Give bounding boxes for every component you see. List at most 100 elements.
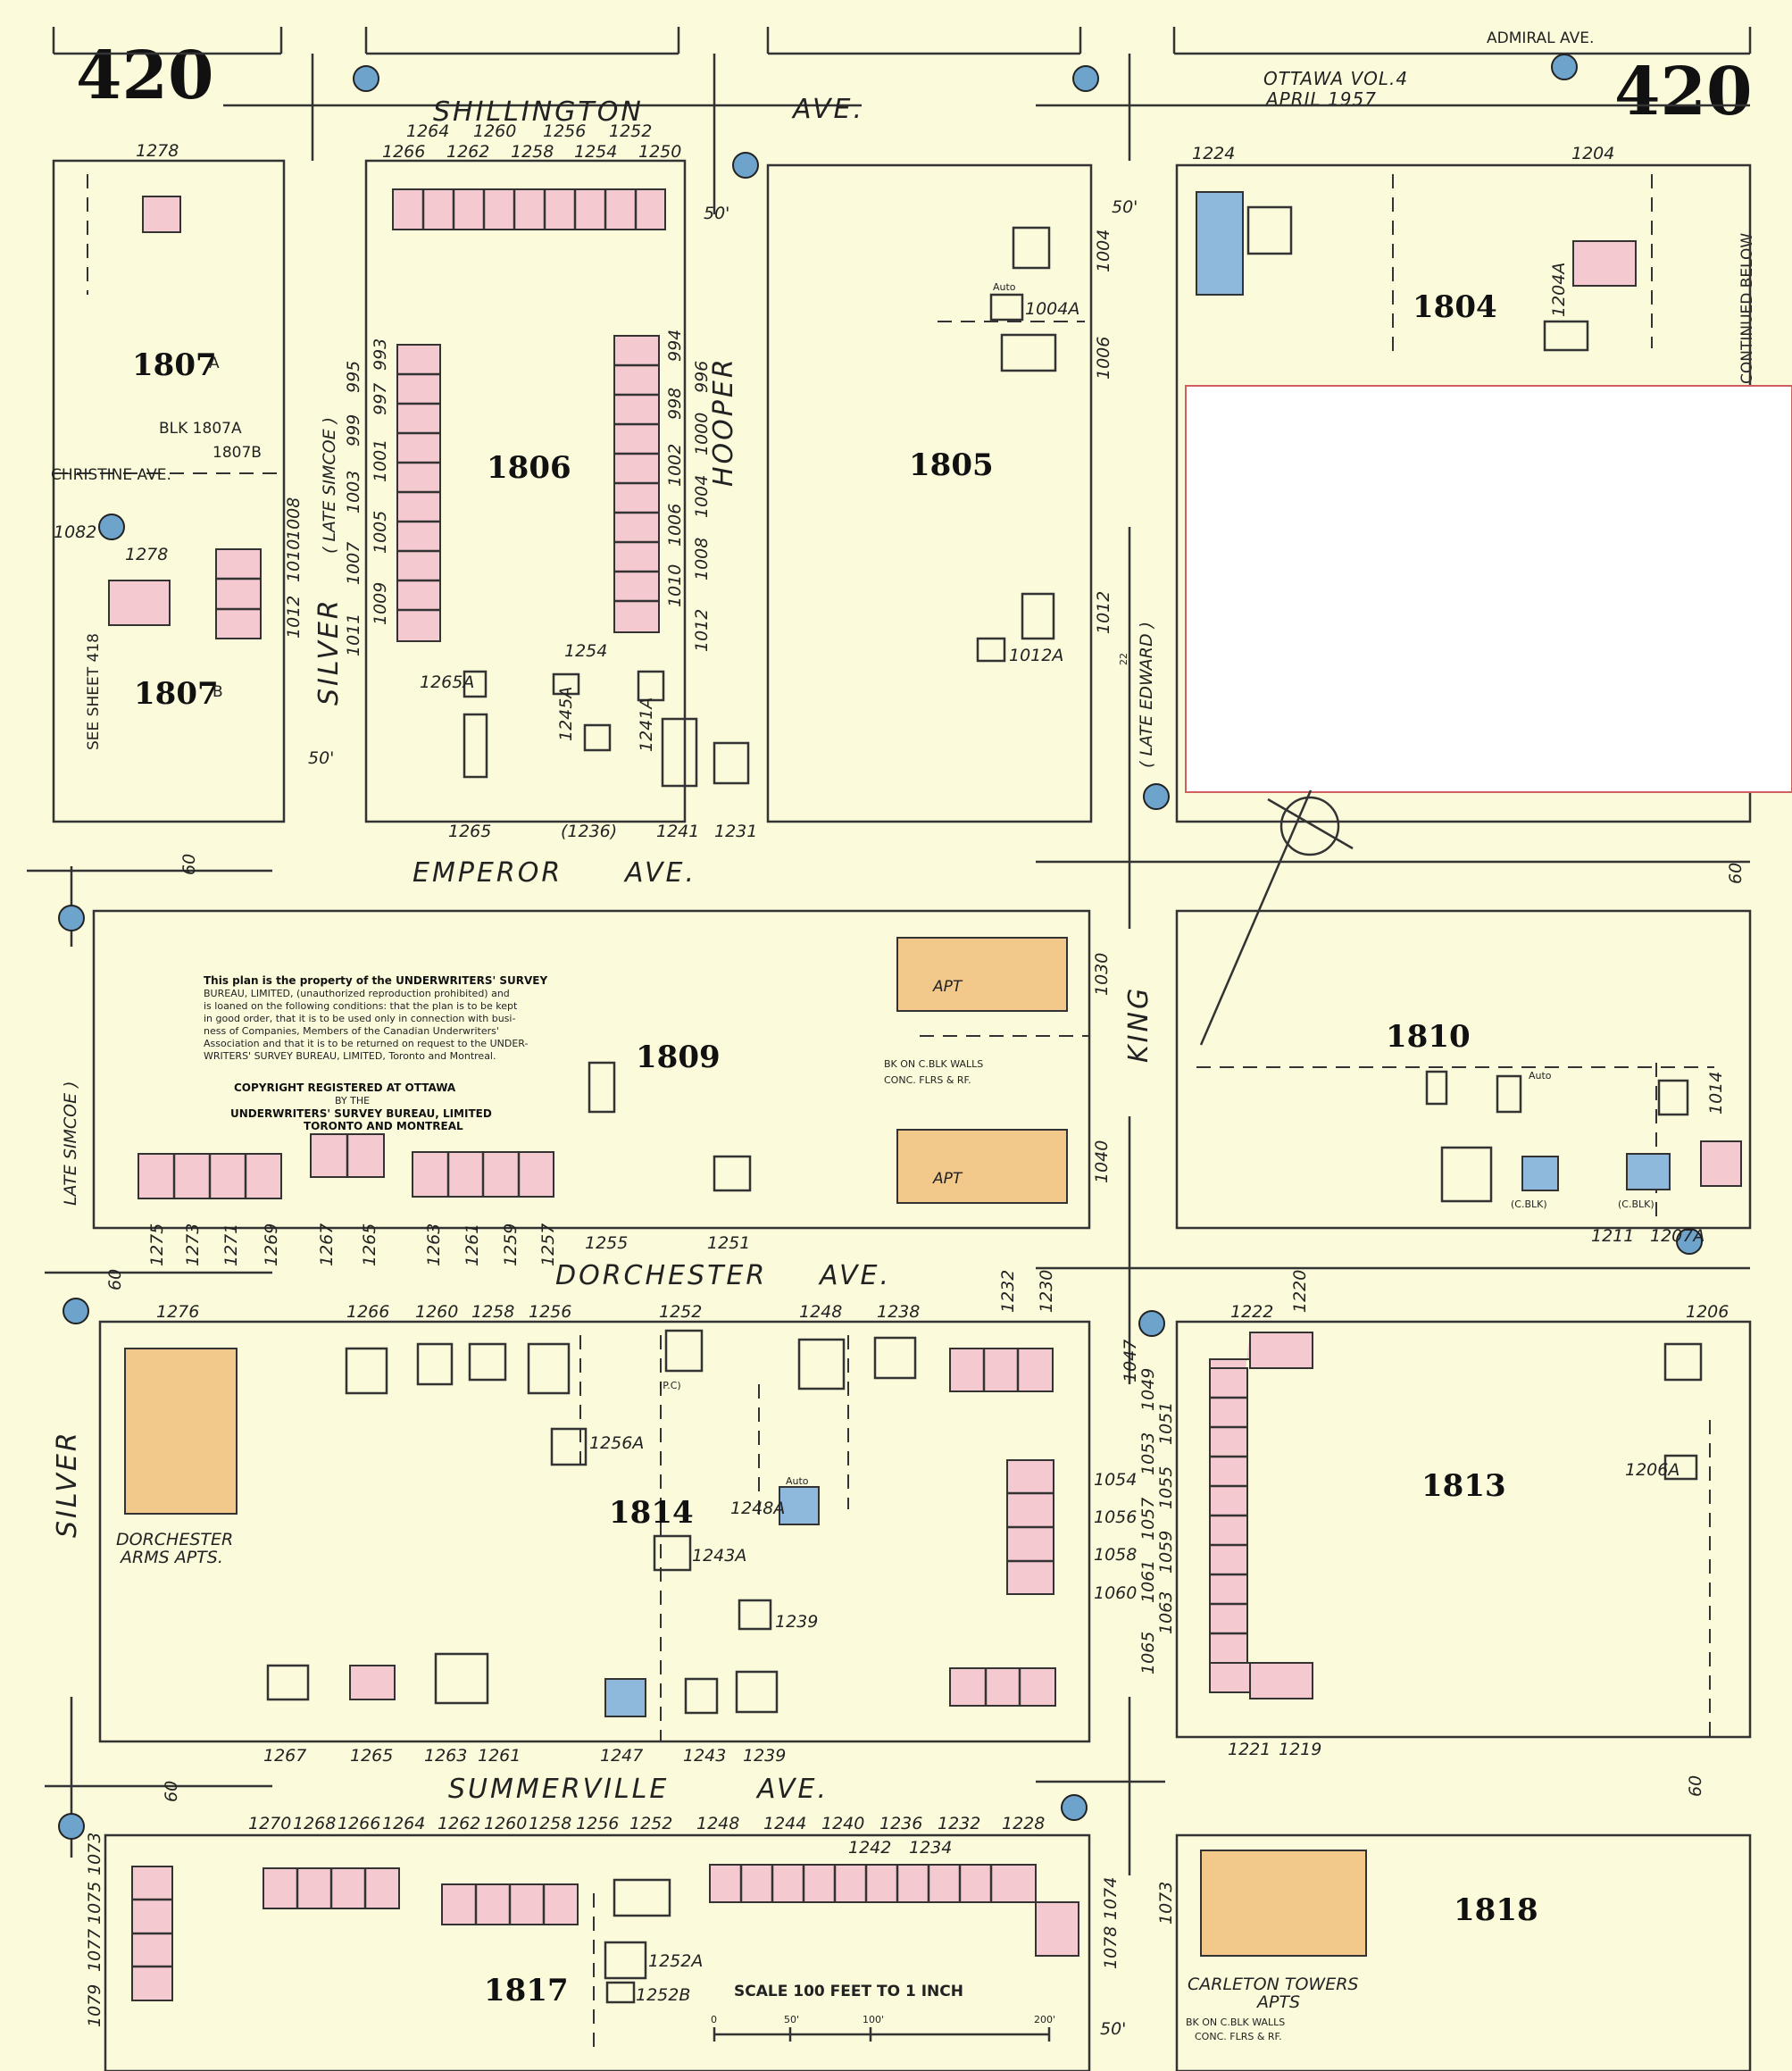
- hydrant-markers: [58, 54, 1703, 1840]
- dwelling-1238: [873, 1336, 917, 1380]
- addr-bottom-left-3: 1073: [85, 1833, 104, 1875]
- apt-label-south: APT: [932, 1170, 963, 1188]
- dorchester-centerline: [45, 1266, 1750, 1274]
- addr-shillington-n-0: 1264: [406, 121, 449, 141]
- garage-1252a: [604, 1941, 647, 1980]
- street-dorchester-ave: AVE.: [818, 1260, 891, 1291]
- notice-line5: ness of Companies, Members of the Canadi…: [204, 1025, 499, 1037]
- addr-summerville-n-8: 1219: [1279, 1740, 1321, 1759]
- see-sheet-label: SEE SHEET 418: [85, 633, 103, 750]
- notice-line6: Association and that it is to be returne…: [204, 1038, 528, 1049]
- street-king: KING: [1123, 986, 1154, 1063]
- garage-1810: [1496, 1074, 1522, 1114]
- addr-silver-e-1: 1010: [284, 539, 304, 582]
- block-number-1818: 1818: [1454, 1892, 1538, 1928]
- block-number-1817: 1817: [484, 1973, 569, 2008]
- block-1807: [52, 159, 286, 823]
- width-50-silver: 50': [308, 748, 334, 768]
- addr-silver-e-0: 1012: [284, 596, 304, 639]
- dorchester-arms-1: DORCHESTER: [116, 1530, 233, 1549]
- row-1270-dividers: [296, 1868, 367, 1908]
- notice-line4: in good order, that it is to be used onl…: [204, 1013, 515, 1024]
- addr-king-w2-2: 1058: [1094, 1545, 1137, 1565]
- addr-king-e2-8: 1063: [1156, 1591, 1176, 1634]
- address-labels: 1264 1260 1256 1252 1266 1262 1258 1254 …: [54, 121, 1729, 2027]
- addr-emperor-n-2: 1231: [714, 822, 757, 841]
- shed-1254: [552, 672, 580, 696]
- block-1814: [98, 1320, 1091, 1743]
- addr-dorchester-n-0: 1275: [147, 1223, 167, 1266]
- street-silver-upper: SILVER: [313, 597, 345, 706]
- addr-misc-3: 1241A: [637, 697, 656, 752]
- row-1054-dividers: [1007, 1491, 1054, 1563]
- addr-summerville-s-3: 1264: [382, 1814, 425, 1833]
- addr-dorchester-n-7: 1261: [463, 1223, 482, 1266]
- summerville-centerline: [45, 1780, 1165, 1788]
- apt-label-north: APT: [932, 978, 963, 996]
- addr-misc-4: 1004A: [1025, 299, 1079, 319]
- width-50-king: 50': [1112, 197, 1138, 217]
- addr-misc-15: 1207A: [1650, 1226, 1704, 1246]
- shed-1252b: [605, 1981, 636, 2004]
- addr-dorchester-s2-3: 1220: [1290, 1270, 1310, 1313]
- dwelling-1257-rear: [588, 1061, 616, 1114]
- addr-hooper-w-4: 1002: [665, 444, 685, 487]
- dwelling-1266: [345, 1347, 388, 1395]
- block-1813: [1175, 1320, 1752, 1739]
- addr-dorchester-s-2: 1260: [415, 1302, 458, 1322]
- addr-misc-1: 1254: [564, 641, 607, 661]
- scale-tick-100: 100': [863, 2014, 884, 2025]
- addr-emperor-n-3: (1236): [561, 822, 617, 841]
- dwelling-1267: [266, 1664, 310, 1701]
- addr-1224: 1224: [1192, 144, 1235, 163]
- addr-silver-e-12: 993: [371, 338, 390, 371]
- dwelling-1807b-dividers: [216, 577, 261, 611]
- dwelling-1201: [1700, 1140, 1742, 1187]
- addr-king-e2-2: 1051: [1156, 1402, 1176, 1445]
- copyright-line1: COPYRIGHT REGISTERED AT OTTAWA: [234, 1081, 456, 1094]
- street-hooper: HOOPER: [708, 356, 739, 487]
- addr-misc-12: 1252B: [636, 1985, 690, 2005]
- ownership-notice: This plan is the property of the UNDERWR…: [204, 974, 547, 1132]
- admiral-ave-label: ADMIRAL AVE.: [1487, 29, 1594, 47]
- addr-silver-e-5: 1007: [344, 542, 363, 585]
- addr-silver-e-8: 1001: [371, 439, 390, 482]
- addr-king-w-0: 1004: [1094, 230, 1113, 272]
- dwelling-1265s: [349, 1665, 396, 1700]
- cblk-1207: [1626, 1153, 1671, 1190]
- addr-misc-8: 1248A: [730, 1499, 785, 1518]
- dwelling-row-1233: [949, 1667, 1056, 1707]
- addr-king-e2-1: 1049: [1138, 1368, 1158, 1411]
- addr-silver-e-3: 1011: [344, 614, 363, 656]
- dwelling-1006: [1000, 333, 1057, 372]
- addr-shillington-n-2: 1256: [543, 121, 586, 141]
- street-dorchester: DORCHESTER: [555, 1260, 767, 1291]
- scale-tick-50: 50': [784, 2014, 799, 2025]
- dorchester-arms-building: [124, 1348, 238, 1515]
- garage-1004a: [989, 293, 1024, 322]
- addr-king-e2-0: 1047: [1121, 1340, 1140, 1382]
- width-60-emperor: 60: [179, 854, 199, 875]
- apartment-north: [896, 937, 1068, 1012]
- addr-summerville-n-0: 1267: [263, 1746, 306, 1766]
- row-1079-dividers: [132, 1898, 172, 1968]
- shed-1004: [1012, 226, 1051, 270]
- blank-overlay-patch: [1185, 385, 1792, 793]
- addr-silver-e-2: 1008: [284, 497, 304, 540]
- cblk-1248a: [779, 1486, 820, 1525]
- addr-1204: 1204: [1571, 144, 1614, 163]
- addr-dorchester-s2-0: 1232: [998, 1270, 1018, 1313]
- garage-1204a: [1543, 320, 1589, 352]
- dwelling-2x: [1246, 205, 1293, 255]
- block-1810: [1175, 909, 1752, 1230]
- notice-line2: BUREAU, LIMITED, (unauthorized reproduct…: [204, 988, 510, 999]
- power-line: [1199, 789, 1313, 1046]
- addr-dorchester-s-6: 1248: [799, 1302, 842, 1322]
- addr-king-e2-9: 1065: [1138, 1632, 1158, 1674]
- dwelling-row-1248: [709, 1864, 1037, 1903]
- addr-king-w-3: 1030: [1092, 953, 1112, 996]
- dwelling-1807b-corner: [108, 580, 171, 626]
- addr-dorchester-n-1: 1273: [183, 1223, 203, 1266]
- dwelling-1228: [1035, 1901, 1079, 1957]
